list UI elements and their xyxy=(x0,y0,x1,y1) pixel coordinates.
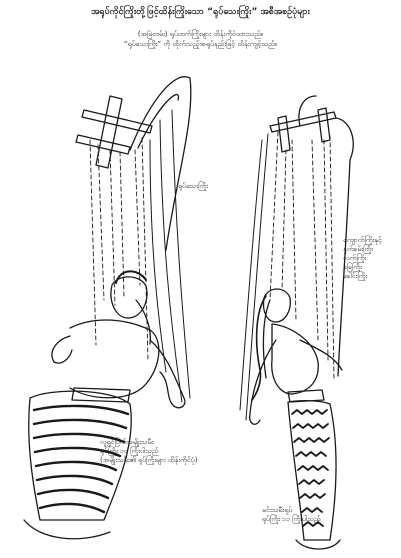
right-label-line-2: နှုတ်ခမ်းကြိုး xyxy=(343,245,382,254)
left-caption-line-2: ရုပ်ကြိုး ၁၀ ကြိုးပါသည် xyxy=(100,447,197,456)
left-caption-line-1: လူရွင်ပြက်အမျိုးသမီး xyxy=(100,438,197,447)
right-label-line-3: လက်ကြိုး xyxy=(343,254,382,263)
left-puppet xyxy=(24,271,185,538)
right-long-strings xyxy=(240,134,268,420)
right-label-line-5: ခေါင်းကြိုး xyxy=(343,272,382,281)
right-strings xyxy=(270,132,334,380)
left-strings xyxy=(90,138,148,360)
right-label-line-1: ကျောက်ကြိုးနှင့် xyxy=(343,236,382,245)
left-caption-line-3: (အမျိုးသမီး၏ ရုပ်ကြိုးများ ထိန်းကိုင်ပုံ… xyxy=(100,456,197,465)
right-caption-line-2: ရုပ်ကြိုး ၁၁ ကြိုးပါသည် xyxy=(262,515,321,524)
left-puppet-caption: လူရွင်ပြက်အမျိုးသမီး ရုပ်ကြိုး ၁၀ ကြိုးပ… xyxy=(100,438,197,465)
right-label-line-4: ခြေကြိုး xyxy=(343,263,382,272)
right-control-bar xyxy=(270,96,353,376)
center-label: ရုပ်သေးကြိုး xyxy=(178,182,208,191)
right-side-labels: ကျောက်ကြိုးနှင့် နှုတ်ခမ်းကြိုး လက်ကြိုး… xyxy=(343,236,382,281)
right-puppet-caption: မင်းသမီးရုပ် ရုပ်ကြိုး ၁၁ ကြိုးပါသည် xyxy=(262,506,321,524)
right-caption-line-1: မင်းသမီးရုပ် xyxy=(262,506,321,515)
